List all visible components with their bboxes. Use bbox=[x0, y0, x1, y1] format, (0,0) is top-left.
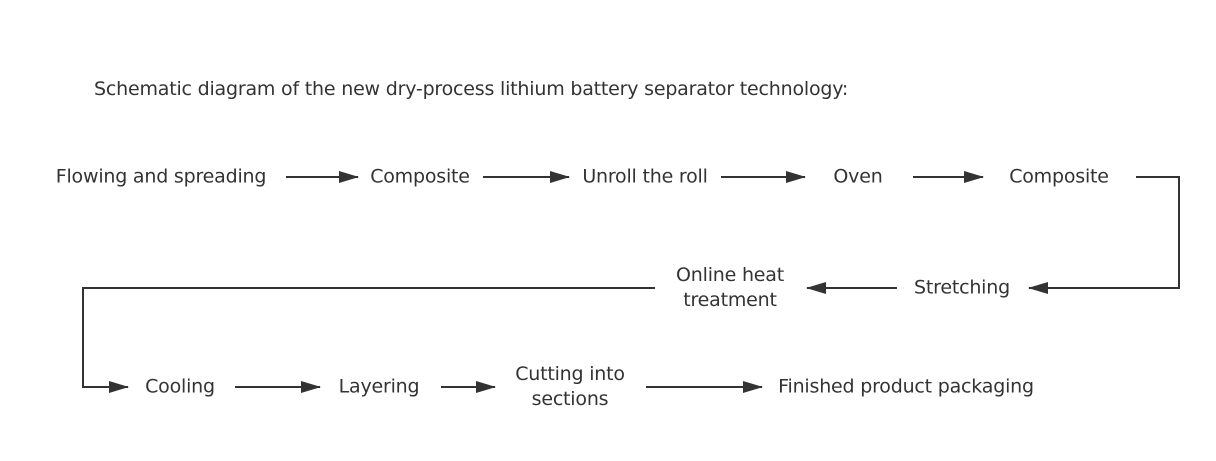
node-composite-2: Composite bbox=[1009, 165, 1109, 188]
node-online-heat-treatment: Online heat treatment bbox=[676, 263, 784, 313]
edge-n7-n8 bbox=[82, 287, 655, 393]
diagram-title: Schematic diagram of the new dry-process… bbox=[94, 78, 849, 100]
node-unroll-the-roll: Unroll the roll bbox=[582, 165, 708, 188]
node-line: treatment bbox=[683, 289, 777, 311]
node-composite-1: Composite bbox=[370, 165, 470, 188]
node-cooling: Cooling bbox=[145, 375, 215, 398]
node-cutting-into-sections: Cutting into sections bbox=[515, 362, 625, 412]
node-oven: Oven bbox=[833, 165, 883, 188]
node-line: Cutting into bbox=[515, 363, 625, 385]
node-line: Online heat bbox=[676, 264, 784, 286]
node-line: sections bbox=[531, 388, 609, 410]
node-layering: Layering bbox=[338, 375, 420, 398]
node-stretching: Stretching bbox=[914, 276, 1010, 299]
node-finished-product-packaging: Finished product packaging bbox=[778, 375, 1034, 398]
node-flowing-and-spreading: Flowing and spreading bbox=[55, 165, 267, 188]
edge-n5-n6 bbox=[1028, 176, 1180, 294]
